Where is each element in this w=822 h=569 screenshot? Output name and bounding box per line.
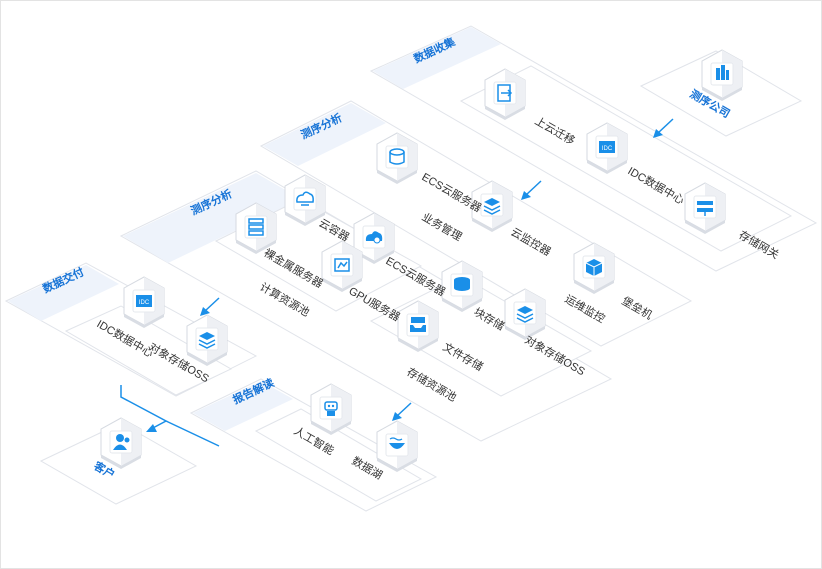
cloud-upload-icon [284,174,326,227]
panel-delivery-inner [64,305,233,396]
building-icon [701,49,743,102]
users-icon [100,417,142,470]
panel-report-inner [254,408,423,502]
database-icon [376,132,418,185]
tray-icon [397,300,439,353]
server-rack-icon [235,202,277,255]
disk-stack-icon [441,260,483,313]
gateway-icon [684,182,726,235]
robot-icon [310,383,352,436]
idc-icon: IDC [123,276,165,329]
layers-icon [471,180,513,233]
lake-icon [376,420,418,473]
svg-text:IDC: IDC [602,146,613,152]
door-arrow-icon [484,68,526,121]
layers-icon [186,314,228,367]
layers-icon [504,288,546,341]
cloud-gear-icon [353,212,395,265]
connector-arrows [120,118,674,447]
chip-icon [321,240,363,293]
svg-text:IDC: IDC [139,300,150,306]
box-icon [573,242,615,295]
idc-icon: IDC [586,122,628,175]
